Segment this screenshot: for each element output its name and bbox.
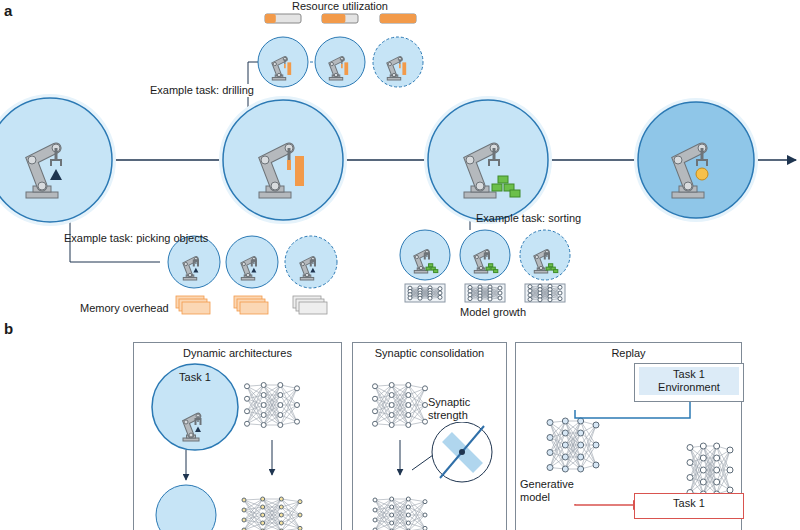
robot-arm: [259, 144, 304, 198]
robot-arm: [183, 257, 198, 280]
method-panel: Dynamic architecturesTask 1: [133, 342, 342, 530]
memory-stack: [182, 302, 210, 314]
robot-arm: [464, 144, 520, 198]
robot-arm: [414, 250, 438, 273]
robot-arm: [272, 57, 291, 80]
neural-network: [528, 284, 562, 302]
robot-arm: [300, 257, 315, 280]
sub-task-circle: [373, 37, 423, 87]
resource-bar: [265, 14, 301, 23]
task-circle: [0, 98, 112, 222]
neural-network: [373, 497, 427, 530]
panel-letter: b: [4, 320, 13, 338]
method-panel: Synaptic consolidation: [352, 342, 507, 530]
panel-heading: Synaptic consolidation: [359, 347, 500, 360]
annotation: Synaptic strength: [428, 396, 478, 422]
sub-task-circle: [285, 236, 337, 288]
resource-bar: [380, 14, 416, 23]
node-text: Task 1: [152, 371, 238, 384]
annotation: Resource utilization: [292, 0, 388, 13]
panel-heading: Dynamic architectures: [140, 347, 335, 360]
neural-network: [687, 443, 733, 497]
sub-task-circle: [258, 37, 308, 87]
neural-network: [242, 497, 302, 530]
annotation: Memory overhead: [80, 302, 169, 315]
annotation: Example task: picking objects: [64, 232, 208, 245]
task-circle: [638, 102, 754, 218]
robot-arm: [672, 144, 708, 198]
sub-task-circle: [315, 37, 365, 87]
sub-task-circle: [460, 230, 510, 280]
robot-arm: [26, 144, 62, 198]
neural-network: [408, 286, 442, 300]
neural-network: [547, 418, 599, 472]
node-text: Task 1: [639, 497, 739, 510]
task-circle: Task 1: [152, 363, 238, 451]
node-text: Task 1 Environment: [639, 367, 739, 395]
task-circle: [428, 100, 548, 220]
robot-arm: [183, 414, 201, 441]
robot-arm: [534, 250, 558, 273]
annotation: Example task: drilling: [150, 84, 254, 97]
panel-heading: Replay: [522, 347, 735, 360]
neural-network: [373, 383, 428, 428]
robot-arm: [387, 57, 406, 80]
task-box: Task 1: [634, 493, 744, 519]
sub-task-circle: [226, 236, 278, 288]
robot-arm: [241, 257, 256, 280]
sub-task-circle: [400, 230, 450, 280]
magnifier: [432, 422, 492, 482]
resource-bar: [322, 14, 358, 23]
panel-letter: a: [4, 2, 12, 20]
memory-stack: [299, 302, 327, 314]
memory-stack: [240, 302, 268, 314]
task-circle: [223, 100, 343, 220]
robot-arm: [474, 250, 498, 273]
task-box: Task 1 Environment: [634, 363, 744, 402]
annotation: Model growth: [460, 306, 526, 319]
annotation: Generative model: [520, 478, 580, 504]
annotation: Example task: sorting: [476, 212, 581, 225]
neural-network: [468, 285, 502, 301]
robot-arm: [329, 57, 348, 80]
neural-network: [245, 383, 300, 428]
sub-task-circle: [520, 230, 570, 280]
